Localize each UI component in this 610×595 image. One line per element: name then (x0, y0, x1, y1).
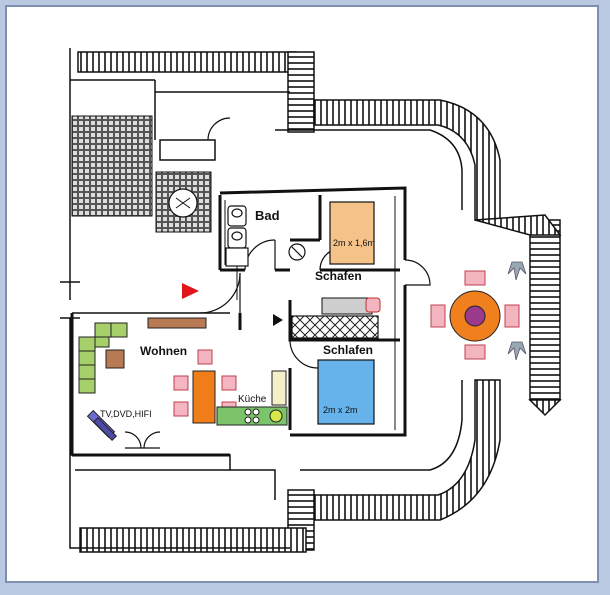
door-swings (124, 117, 431, 449)
room-label-wohnen: Wohnen (140, 344, 187, 358)
entrance-arrow-icon (182, 283, 199, 299)
room-label-schlafen: Schlafen (323, 343, 373, 357)
bed-large (317, 359, 375, 425)
terrace-chairs (430, 270, 520, 360)
stove (244, 408, 260, 424)
plant-icon (507, 261, 527, 361)
sink (269, 409, 283, 423)
room-label-bad: Bad (255, 208, 280, 223)
wardrobe (291, 315, 379, 339)
round-table-center (464, 305, 486, 327)
bed-small-label: 2m x 1,6m (333, 238, 375, 248)
kitchen-counter (216, 406, 288, 426)
stair-block (155, 171, 212, 233)
sideboard (147, 317, 207, 329)
bath-fixtures (225, 205, 306, 267)
tv-icon (86, 409, 118, 442)
room-label-kueche: Küche (238, 394, 267, 405)
sofa (78, 322, 128, 394)
building-outline (69, 48, 463, 549)
staircase (71, 115, 153, 217)
coffee-table (105, 349, 125, 369)
bed-large-label: 2m x 2m (323, 405, 358, 415)
small-stool (365, 297, 381, 313)
tv-label: TV,DVD,HIFI (100, 409, 152, 419)
fridge (271, 370, 287, 406)
bed-small (329, 201, 375, 265)
dining-table (192, 370, 216, 424)
shelf (321, 297, 373, 315)
small-arrow-icon (273, 314, 283, 326)
room-label-schafen: Schafen (315, 269, 362, 283)
